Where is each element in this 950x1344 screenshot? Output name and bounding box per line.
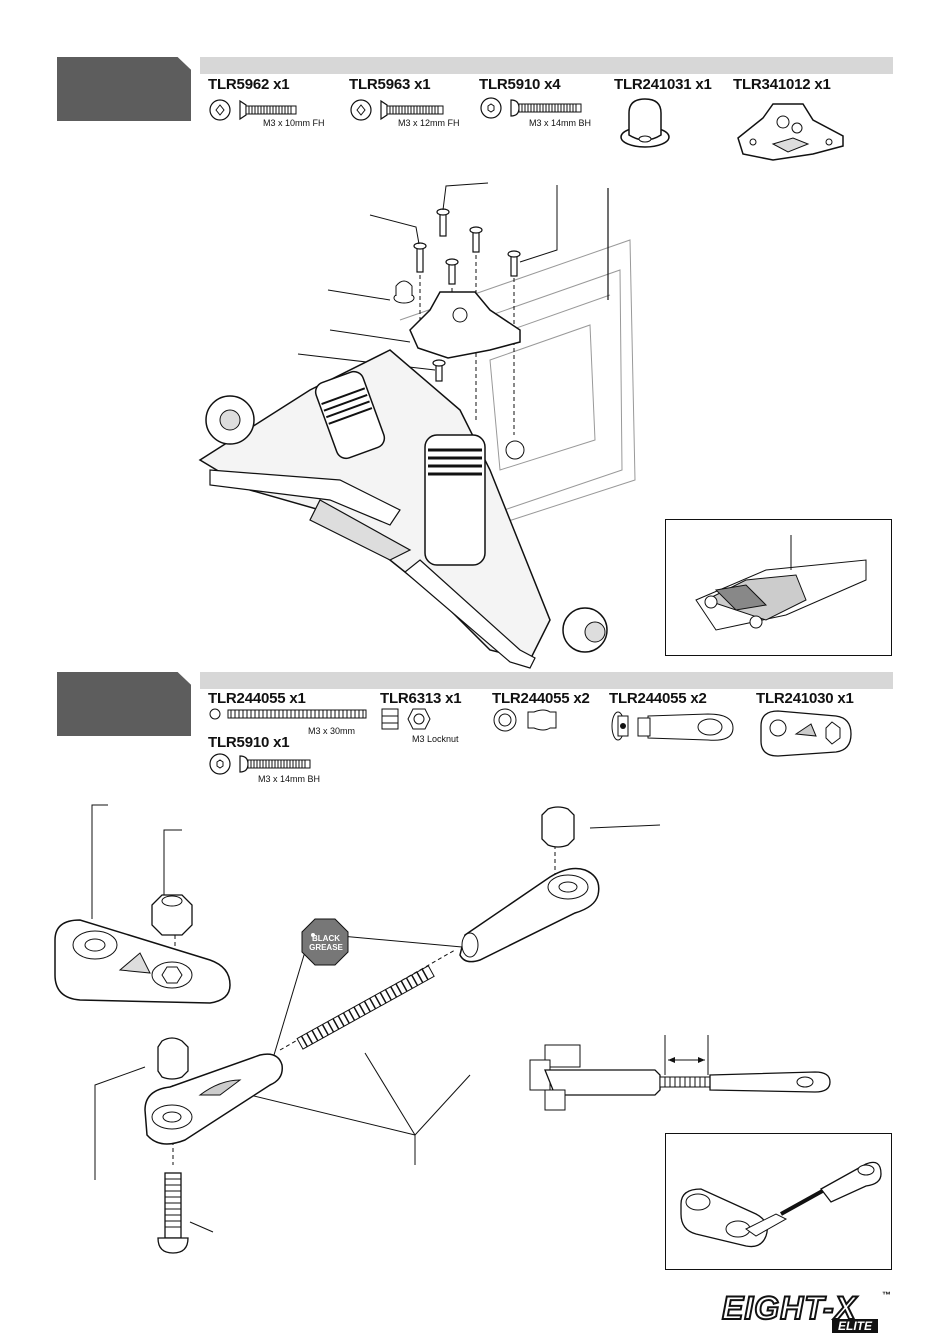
link-length-diagram xyxy=(525,1030,835,1115)
step-2-header-bar xyxy=(200,672,893,689)
part-label-tlr5963: TLR5963 x1 xyxy=(349,76,430,93)
part-label-tlr244055-rod: TLR244055 x1 xyxy=(208,690,306,707)
step-1-header-bar xyxy=(200,57,893,74)
threaded-rod-icon xyxy=(208,706,368,722)
part-label-tlr244055-ball: TLR244055 x2 xyxy=(492,690,590,707)
part-label-tlr5910-step2: TLR5910 x1 xyxy=(208,734,289,751)
part-label-tlr241031: TLR241031 x1 xyxy=(614,76,712,93)
locknut-icon xyxy=(380,706,435,732)
part-label-tlr241030: TLR241030 x1 xyxy=(756,690,854,707)
dim-tlr6313: M3 Locknut xyxy=(412,734,459,744)
rod-end-icon xyxy=(608,704,738,749)
button-head-screw-icon xyxy=(208,752,318,776)
part-label-tlr5962: TLR5962 x1 xyxy=(208,76,289,93)
part-label-tlr5910: TLR5910 x4 xyxy=(479,76,560,93)
chassis-assembly-icon xyxy=(686,530,876,645)
front-chassis-assembly-drawing xyxy=(190,180,645,670)
pivot-cap-icon xyxy=(615,95,675,155)
eight-x-elite-logo: EIGHT-X ™ ELITE xyxy=(722,1290,892,1335)
part-label-tlr6313: TLR6313 x1 xyxy=(380,690,461,707)
servo-saver-arm-icon xyxy=(756,706,856,766)
dim-tlr244055-rod: M3 x 30mm xyxy=(308,726,355,736)
dim-tlr5910-step2: M3 x 14mm BH xyxy=(258,774,320,784)
servo-saver-assembly-icon xyxy=(676,1144,881,1259)
grease-label: BLACK GREASE xyxy=(306,934,346,952)
dim-tlr5962: M3 x 10mm FH xyxy=(263,118,325,128)
button-head-screw-icon xyxy=(479,96,589,120)
step-1-number-tab xyxy=(57,57,191,121)
shock-tower-icon xyxy=(733,98,848,168)
step-1-reference-inset xyxy=(665,519,892,656)
dim-tlr5910-step1: M3 x 14mm BH xyxy=(529,118,591,128)
dim-tlr5963: M3 x 12mm FH xyxy=(398,118,460,128)
pivot-ball-icon xyxy=(492,706,562,736)
logo-tm: ™ xyxy=(882,1290,891,1300)
logo-sub-text: ELITE xyxy=(832,1319,878,1333)
step-2-number-tab xyxy=(57,672,191,736)
part-label-tlr341012: TLR341012 x1 xyxy=(733,76,831,93)
step-2-reference-inset xyxy=(665,1133,892,1270)
